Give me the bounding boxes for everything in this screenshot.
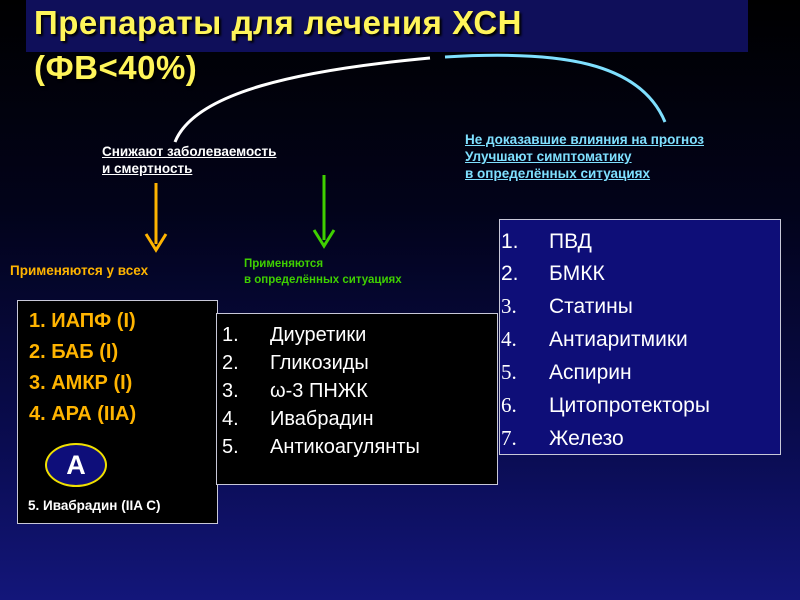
title-bar <box>26 0 748 52</box>
orange-arrow-head <box>144 233 168 253</box>
list-item: 6.Цитопротекторы <box>501 393 710 417</box>
list-item: 7.Железо <box>501 426 624 450</box>
list-item: 3. АМКР (I) <box>29 372 133 394</box>
arc-connector-right <box>444 53 667 123</box>
green-arrow-head <box>312 229 336 249</box>
list-item: 5.Антикоагулянты <box>222 436 420 458</box>
label-used-in-some: Применяются в определённых ситуациях <box>244 258 402 286</box>
list-item: 2.Гликозиды <box>222 352 369 374</box>
list-item: 5.Аспирин <box>501 360 632 384</box>
list-used-in-some: 1.Диуретики 2.Гликозиды 3.ω-3 ПНЖК 4.Ива… <box>222 321 420 461</box>
list-item: 4.Ивабрадин <box>222 408 374 430</box>
evidence-level-badge: А <box>45 443 107 487</box>
label-no-proven-effect: Не доказавшие влияния на прогноз Улучшаю… <box>465 132 704 181</box>
list-item: 1.ПВД <box>501 230 592 253</box>
list-item: 3.ω-3 ПНЖК <box>222 380 368 402</box>
page-title: Препараты для лечения ХСН <box>34 4 523 41</box>
list-no-proven-effect: 1.ПВД 2.БМКК 3.Статины 4.Антиаритмики 5.… <box>501 226 710 455</box>
label-used-in-all: Применяются у всех <box>10 263 149 278</box>
label-reduce-morbidity: Снижают заболеваемость и смертность <box>102 144 277 176</box>
box-used-in-all: 1. ИАПФ (I) 2. БАБ (I) 3. АМКР (I) 4. АР… <box>17 300 218 524</box>
list-item: 3.Статины <box>501 294 633 318</box>
list-item: 1.Диуретики <box>222 324 367 346</box>
list-item-extra: 5. Ивабрадин (IIA C) <box>28 498 161 513</box>
list-item: 1. ИАПФ (I) <box>29 310 136 332</box>
list-item: 4.Антиаритмики <box>501 327 688 351</box>
box-used-in-some: 1.Диуретики 2.Гликозиды 3.ω-3 ПНЖК 4.Ива… <box>216 313 498 485</box>
list-item: 2.БМКК <box>501 262 605 285</box>
arc-connector <box>173 56 431 143</box>
box-no-proven-effect: 1.ПВД 2.БМКК 3.Статины 4.Антиаритмики 5.… <box>499 219 781 455</box>
list-item: 4. АРА (IIA) <box>29 403 137 425</box>
list-used-in-all: 1. ИАПФ (I) 2. БАБ (I) 3. АМКР (I) 4. АР… <box>29 306 136 430</box>
page-subtitle: (ФВ<40%) <box>34 49 198 86</box>
list-item: 2. БАБ (I) <box>29 341 119 363</box>
